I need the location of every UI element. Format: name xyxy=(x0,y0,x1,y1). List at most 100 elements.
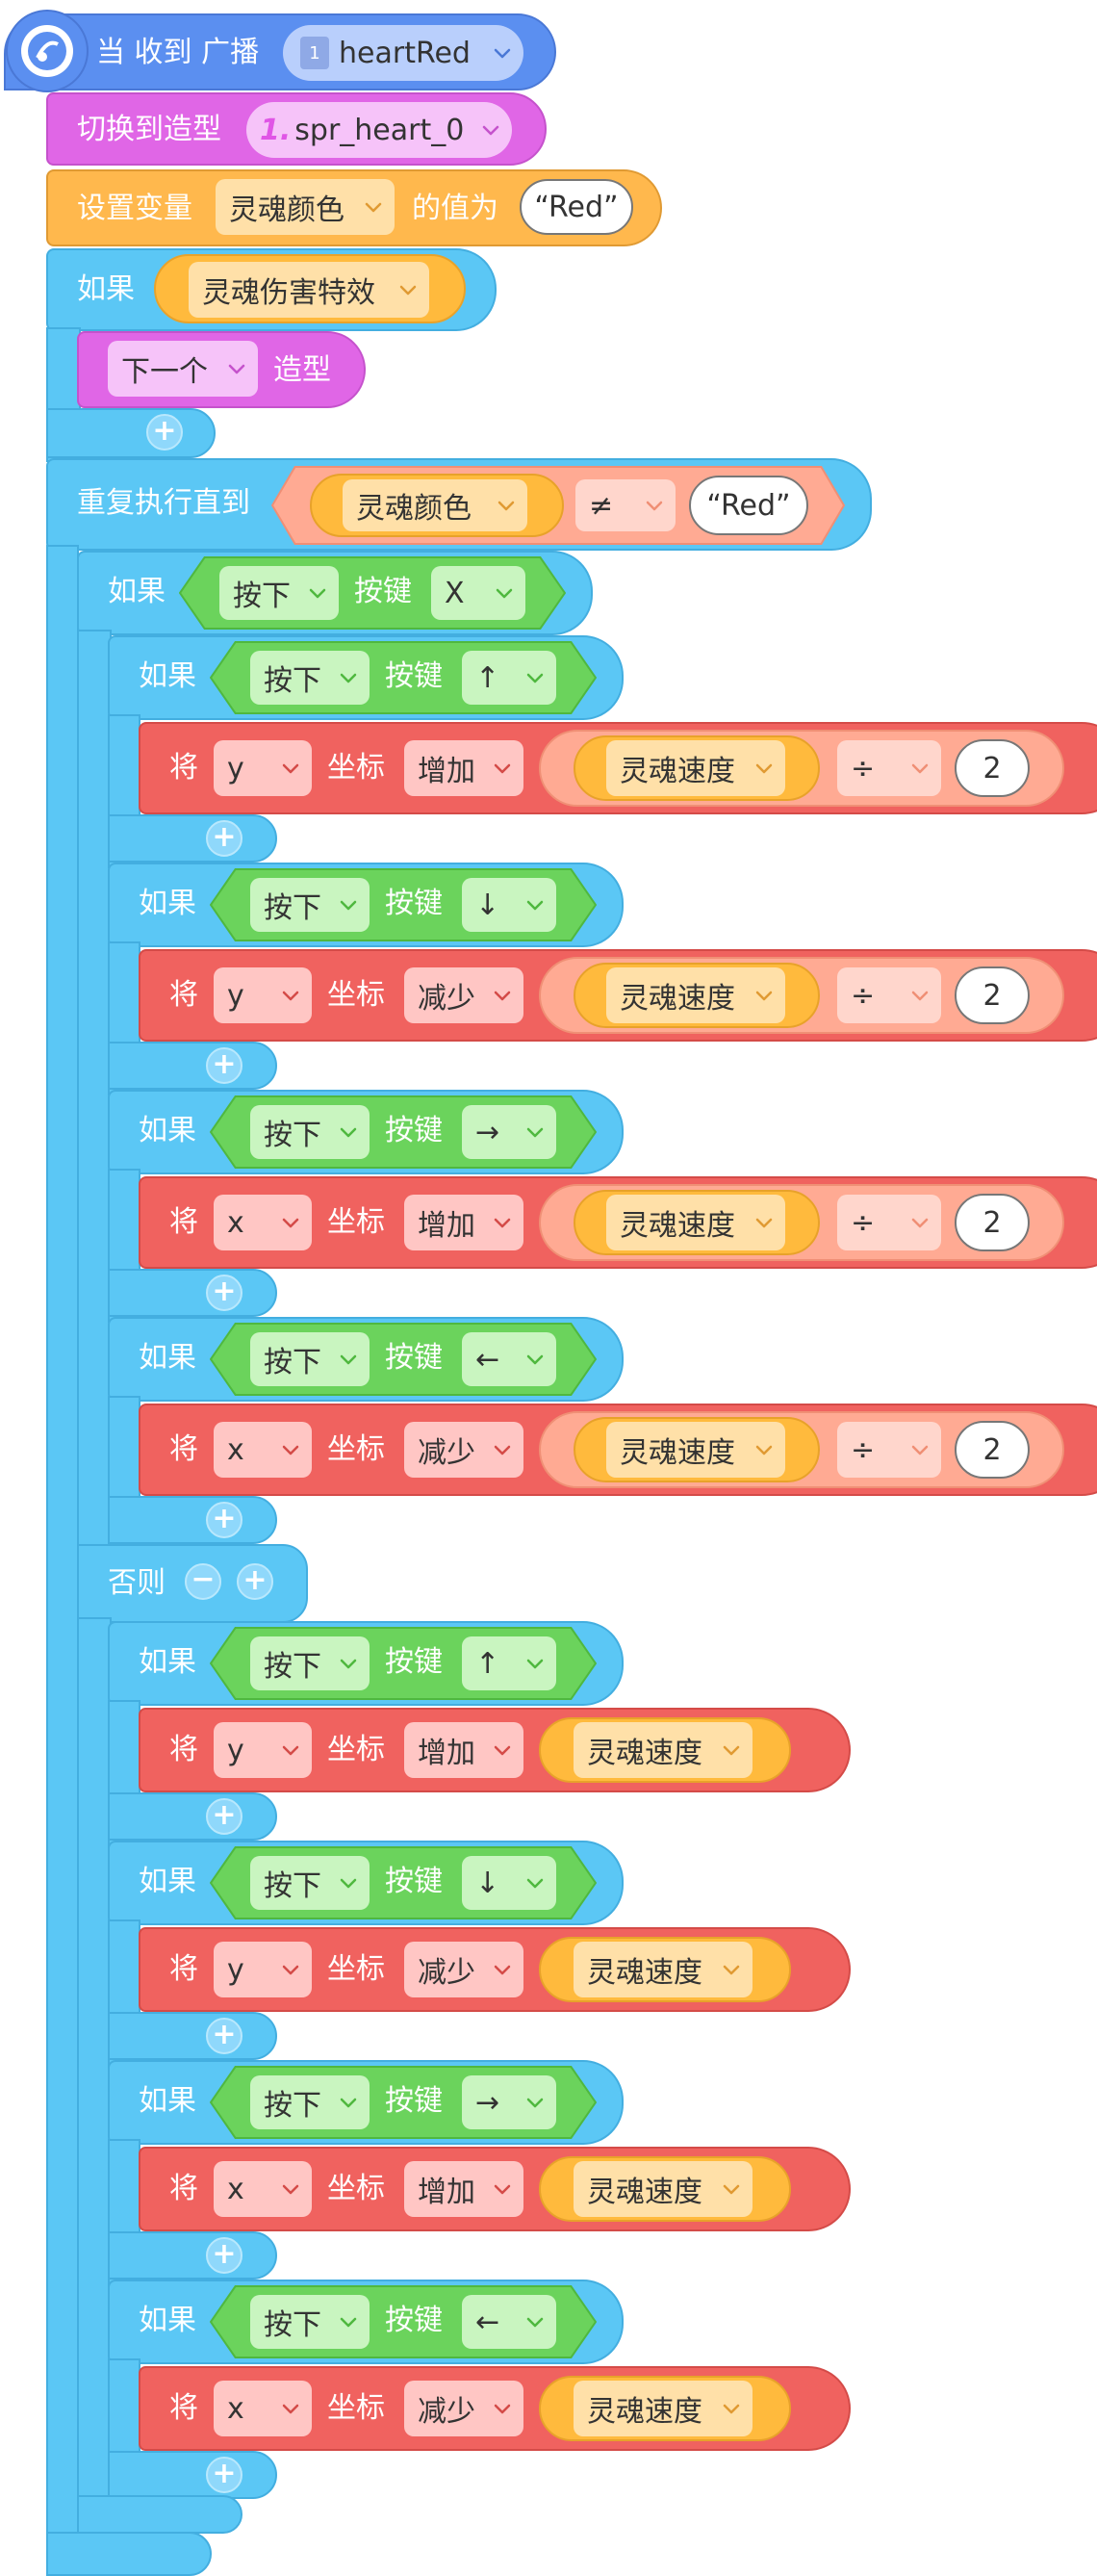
inner-move-label-0: 将 xyxy=(169,751,198,785)
inner-axis-dropdown-1-value: y xyxy=(227,978,244,1013)
plus-icon[interactable]: + xyxy=(206,820,242,857)
inner-divisor-input-0[interactable]: 2 xyxy=(955,739,1030,797)
else-axis-dropdown-3[interactable]: x xyxy=(214,2381,312,2436)
value-input[interactable]: “Red” xyxy=(520,179,633,235)
inner-op-dropdown-3[interactable]: 减少 xyxy=(404,1422,523,1478)
chevron-down-icon xyxy=(340,2317,357,2328)
inner-op-dropdown-0[interactable]: 增加 xyxy=(404,740,523,796)
inner-axis-dropdown-3[interactable]: x xyxy=(214,1422,312,1478)
else-axis-dropdown-1[interactable]: y xyxy=(214,1942,312,1997)
inner-speed-dropdown-1[interactable]: 灵魂速度 xyxy=(606,967,785,1023)
chevron-down-icon xyxy=(494,1745,511,1756)
inner-key-dropdown-2[interactable]: → xyxy=(462,1105,556,1159)
else-label: 否则 xyxy=(108,1566,166,1600)
inner-divisor-input-1[interactable]: 2 xyxy=(955,966,1030,1024)
costume-value: spr_heart_0 xyxy=(294,113,465,147)
else-speed-dropdown-3[interactable]: 灵魂速度 xyxy=(574,2381,753,2436)
inner-key-dropdown-3[interactable]: ← xyxy=(462,1332,556,1386)
inner-press-dropdown-3[interactable]: 按下 xyxy=(250,1332,370,1386)
plus-icon[interactable]: + xyxy=(146,414,183,451)
inner-divide-dropdown-3[interactable]: ÷ xyxy=(837,1422,941,1478)
repeat-until-arm xyxy=(46,545,79,2551)
inner-key-dropdown-0-value: ↑ xyxy=(475,660,500,695)
else-key-dropdown-0[interactable]: ↑ xyxy=(462,1636,556,1690)
else-axis-dropdown-2[interactable]: x xyxy=(214,2161,312,2217)
chevron-down-icon xyxy=(340,900,357,911)
else-coord-label-3: 坐标 xyxy=(327,2391,385,2425)
else-key-dropdown-3-value: ← xyxy=(475,2305,500,2339)
else-op-dropdown-0[interactable]: 增加 xyxy=(404,1722,523,1778)
plus-icon[interactable]: + xyxy=(206,1275,242,1311)
until-variable-dropdown[interactable]: 灵魂颜色 xyxy=(343,479,527,531)
else-press-dropdown-0-value: 按下 xyxy=(264,1650,321,1684)
inner-speed-dropdown-3[interactable]: 灵魂速度 xyxy=(606,1422,785,1478)
press-dropdown[interactable]: 按下 xyxy=(219,566,339,620)
else-key-dropdown-2[interactable]: → xyxy=(462,2075,556,2129)
plus-icon[interactable]: + xyxy=(206,1047,242,1084)
minus-icon[interactable]: − xyxy=(185,1563,221,1600)
plus-icon[interactable]: + xyxy=(237,1563,273,1600)
inner-divide-dropdown-0[interactable]: ÷ xyxy=(837,740,941,796)
key-dropdown[interactable]: X xyxy=(431,566,525,620)
else-key-dropdown-1-value: ↓ xyxy=(475,1866,500,1900)
inner-axis-dropdown-2[interactable]: x xyxy=(214,1195,312,1250)
else-key-dropdown-1[interactable]: ↓ xyxy=(462,1856,556,1910)
else-op-dropdown-3[interactable]: 减少 xyxy=(404,2381,523,2436)
else-speed-dropdown-0[interactable]: 灵魂速度 xyxy=(574,1722,753,1778)
else-press-dropdown-3[interactable]: 按下 xyxy=(250,2295,370,2349)
until-variable-dropdown-value: 灵魂颜色 xyxy=(356,492,472,526)
effect-variable-dropdown[interactable]: 灵魂伤害特效 xyxy=(189,262,429,318)
inner-axis-dropdown-1[interactable]: y xyxy=(214,967,312,1023)
else-press-dropdown-1[interactable]: 按下 xyxy=(250,1856,370,1910)
inner-press-dropdown-0[interactable]: 按下 xyxy=(250,651,370,705)
variable-dropdown[interactable]: 灵魂颜色 xyxy=(216,179,395,235)
else-speed-dropdown-2[interactable]: 灵魂速度 xyxy=(574,2161,753,2217)
inner-press-dropdown-2-value: 按下 xyxy=(264,1119,321,1152)
inner-press-dropdown-1[interactable]: 按下 xyxy=(250,878,370,932)
else-axis-dropdown-0[interactable]: y xyxy=(214,1722,312,1778)
inner-divide-dropdown-1[interactable]: ÷ xyxy=(837,967,941,1023)
inner-key-dropdown-0[interactable]: ↑ xyxy=(462,651,556,705)
until-value-input[interactable]: “Red” xyxy=(689,476,808,535)
next-dropdown[interactable]: 下一个 xyxy=(108,341,258,397)
else-axis-dropdown-2-value: x xyxy=(227,2172,244,2206)
inner-if-foot-0 xyxy=(108,814,277,863)
plus-icon[interactable]: + xyxy=(206,1502,242,1538)
inner-key-dropdown-1[interactable]: ↓ xyxy=(462,878,556,932)
plus-icon[interactable]: + xyxy=(206,2457,242,2493)
else-op-dropdown-2[interactable]: 增加 xyxy=(404,2161,523,2217)
inner-op-dropdown-2[interactable]: 增加 xyxy=(404,1195,523,1250)
plus-icon[interactable]: + xyxy=(206,2237,242,2274)
switch-costume-label: 切换到造型 xyxy=(77,113,221,146)
inner-if-foot-2 xyxy=(108,1269,277,1317)
if-x-label: 如果 xyxy=(108,575,166,608)
chevron-down-icon xyxy=(340,1659,357,1669)
else-speed-dropdown-1[interactable]: 灵魂速度 xyxy=(574,1942,753,1997)
inner-axis-dropdown-0[interactable]: y xyxy=(214,740,312,796)
inner-op-dropdown-1[interactable]: 减少 xyxy=(404,967,523,1023)
inner-speed-dropdown-2[interactable]: 灵魂速度 xyxy=(606,1195,785,1250)
else-press-dropdown-0[interactable]: 按下 xyxy=(250,1636,370,1690)
chevron-down-icon xyxy=(340,1127,357,1138)
inner-coord-label-2: 坐标 xyxy=(327,1205,385,1239)
inner-if-foot-3 xyxy=(108,1496,277,1544)
inner-press-dropdown-2[interactable]: 按下 xyxy=(250,1105,370,1159)
inner-divide-dropdown-2[interactable]: ÷ xyxy=(837,1195,941,1250)
costume-dropdown[interactable]: 1.spr_heart_0 xyxy=(246,102,512,158)
set-variable-label: 设置变量 xyxy=(77,192,192,225)
else-key-dropdown-3[interactable]: ← xyxy=(462,2295,556,2349)
chevron-down-icon xyxy=(526,1878,544,1889)
else-press-dropdown-2[interactable]: 按下 xyxy=(250,2075,370,2129)
chevron-down-icon xyxy=(282,1745,299,1756)
plus-icon[interactable]: + xyxy=(206,1798,242,1835)
repeat-until-foot xyxy=(46,2532,212,2576)
plus-icon[interactable]: + xyxy=(206,2018,242,2054)
inner-divisor-input-3[interactable]: 2 xyxy=(955,1421,1030,1479)
press-dropdown-value: 按下 xyxy=(233,580,291,613)
inner-speed-dropdown-0[interactable]: 灵魂速度 xyxy=(606,740,785,796)
operator-dropdown[interactable]: ≠ xyxy=(575,479,676,531)
else-op-dropdown-1[interactable]: 减少 xyxy=(404,1942,523,1997)
inner-divisor-input-2[interactable]: 2 xyxy=(955,1194,1030,1251)
else-speed-dropdown-0-value: 灵魂速度 xyxy=(587,1737,702,1770)
